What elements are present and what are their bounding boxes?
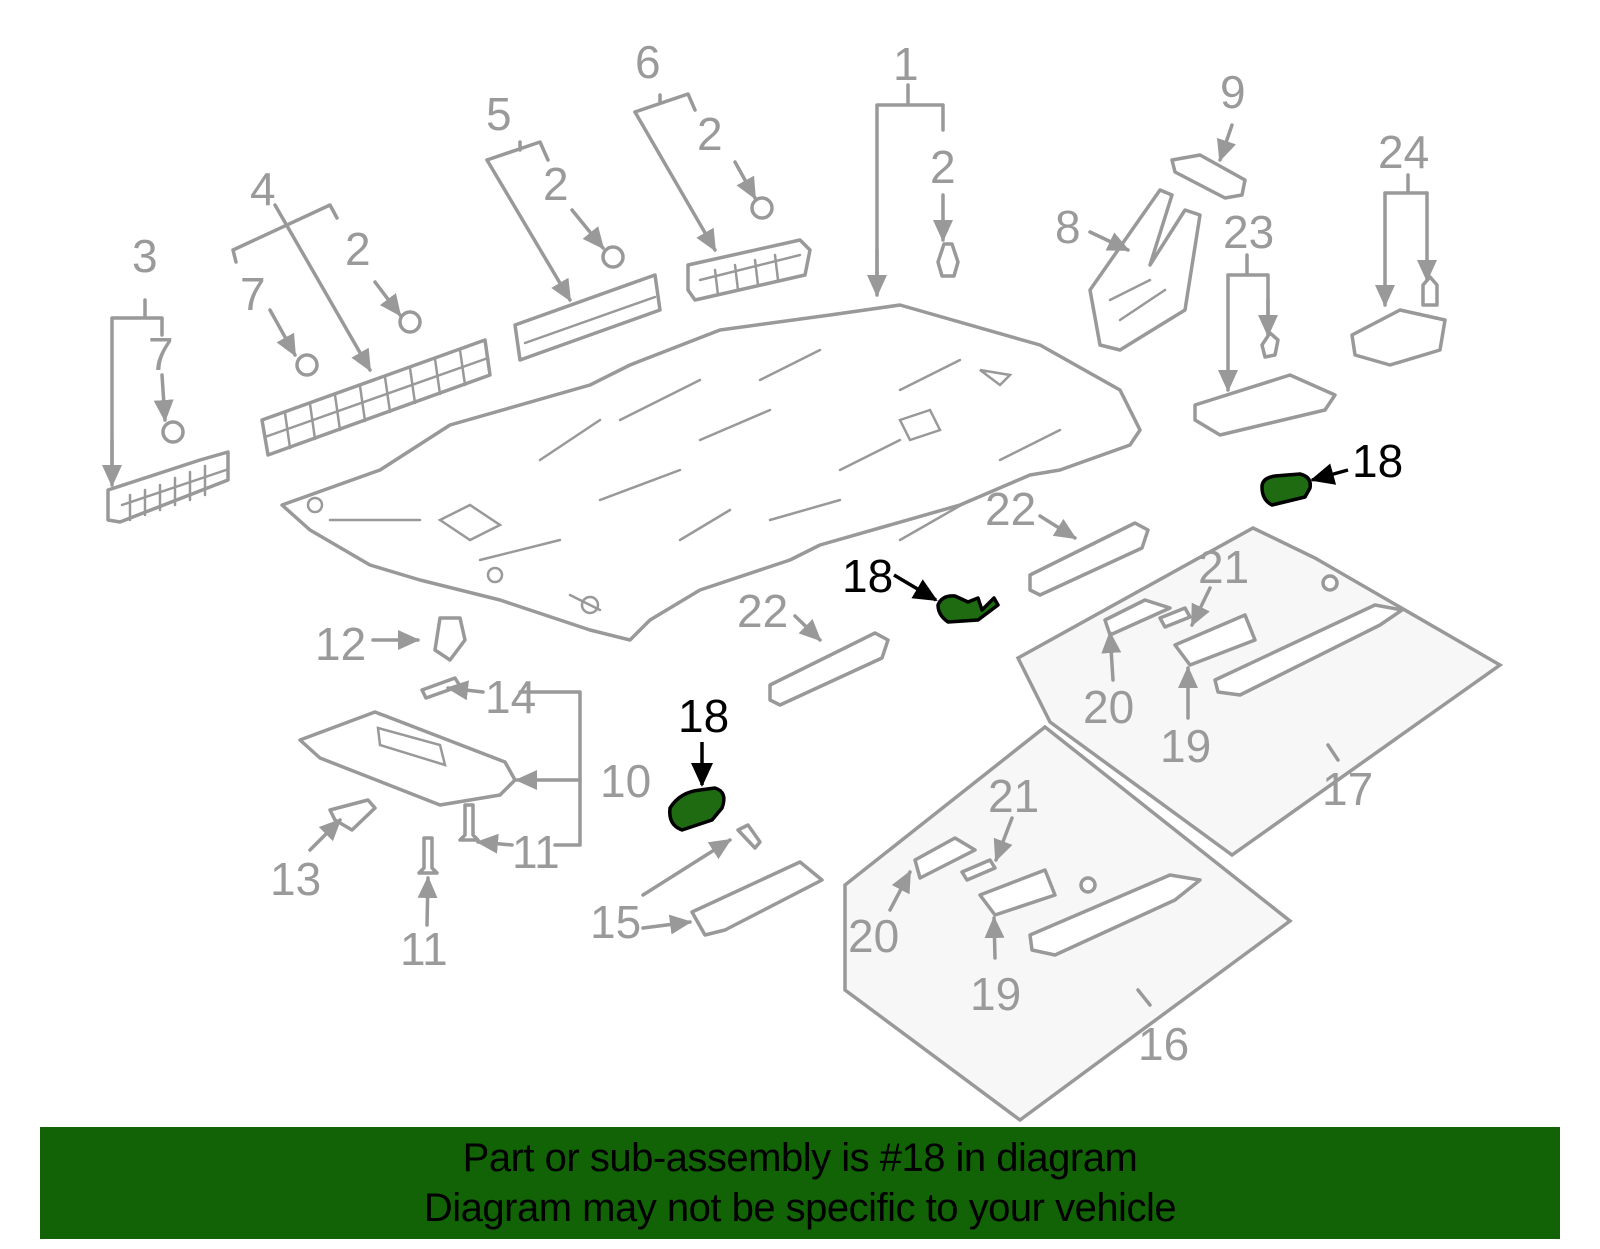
callout-14: 14 [485, 671, 536, 723]
part-11-screw-b[interactable] [417, 836, 439, 875]
part-9-cover[interactable] [1170, 153, 1247, 200]
callout-21: 21 [988, 770, 1039, 822]
part-18-highlight-right[interactable] [1260, 472, 1313, 507]
callout-5: 5 [486, 88, 512, 140]
callout-3: 3 [132, 230, 158, 282]
callout-1: 1 [893, 38, 919, 90]
callout-6: 6 [635, 36, 661, 88]
part-22-handle-left[interactable] [768, 631, 890, 707]
part-8-bracket[interactable] [1088, 188, 1202, 352]
parts-diagram: 1 2 2 2 2 3 4 5 6 7 7 8 9 10 11 11 12 13… [102, 36, 1504, 1123]
callout-23: 23 [1223, 206, 1274, 258]
part-18-highlight-left[interactable] [668, 786, 726, 832]
callout-2: 2 [543, 158, 569, 210]
callout-18: 18 [842, 550, 893, 602]
callout-4: 4 [250, 163, 276, 215]
callout-18: 18 [678, 690, 729, 742]
assembly-17-contents[interactable] [1103, 574, 1404, 697]
part-5-trim[interactable] [513, 273, 662, 362]
part-24-lamp[interactable] [1350, 275, 1447, 367]
clip-parts[interactable] [161, 196, 960, 444]
callout-2: 2 [345, 223, 371, 275]
callout-19: 19 [970, 968, 1021, 1020]
part-10-sun-visor[interactable] [298, 710, 517, 807]
part-23-lamp[interactable] [1193, 331, 1337, 437]
leader-lines [102, 83, 1437, 1007]
callout-13: 13 [270, 853, 321, 905]
highlight-leaders [691, 463, 1349, 787]
callout-17: 17 [1322, 763, 1373, 815]
part-12-clip[interactable] [433, 616, 467, 662]
callout-8: 8 [1055, 201, 1081, 253]
part-11-screw-a[interactable] [458, 803, 480, 842]
part-22-handle-right[interactable] [1028, 521, 1150, 597]
callout-9: 9 [1220, 66, 1246, 118]
part-18-highlight-center[interactable] [936, 594, 1000, 624]
callout-11: 11 [400, 923, 448, 975]
part-4-trim[interactable] [260, 338, 492, 457]
headliner-part[interactable] [280, 303, 1142, 642]
callout-20: 20 [848, 910, 899, 962]
callout-labels: 1 2 2 2 2 3 4 5 6 7 7 8 9 10 11 11 12 13… [132, 36, 1429, 1070]
callout-16: 16 [1138, 1018, 1189, 1070]
callout-2: 2 [697, 108, 723, 160]
banner-line-disclaimer: Diagram may not be specific to your vehi… [423, 1186, 1177, 1230]
part-6-trim[interactable] [686, 238, 812, 302]
banner-line-part-number: Part or sub-assembly is #18 in diagram [462, 1136, 1138, 1180]
callout-19: 19 [1160, 720, 1211, 772]
part-15-screw[interactable] [736, 823, 762, 850]
part-3-trim[interactable] [106, 450, 230, 524]
callout-24: 24 [1378, 126, 1429, 178]
callout-15: 15 [590, 896, 641, 948]
part-15-handle[interactable] [690, 860, 824, 937]
callout-20: 20 [1083, 681, 1134, 733]
callout-22: 22 [985, 483, 1036, 535]
callout-18: 18 [1352, 435, 1403, 487]
callout-22: 22 [737, 585, 788, 637]
callout-2: 2 [930, 141, 956, 193]
callout-7: 7 [240, 268, 266, 320]
info-banner: Part or sub-assembly is #18 in diagram D… [40, 1127, 1560, 1239]
assembly-16-contents[interactable] [913, 836, 1202, 957]
callout-11: 11 [512, 826, 560, 878]
callout-21: 21 [1198, 541, 1249, 593]
callout-7: 7 [148, 328, 174, 380]
callout-12: 12 [315, 618, 366, 670]
callout-10: 10 [600, 755, 651, 807]
